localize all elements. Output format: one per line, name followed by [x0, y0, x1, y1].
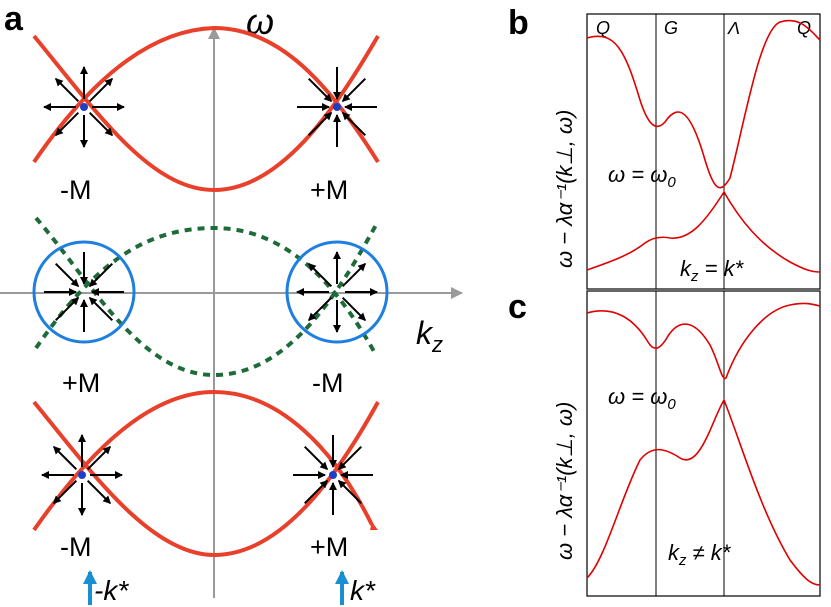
panel-a-letter: a [4, 0, 24, 38]
panel-c-frame [586, 290, 821, 597]
top-right-field-arrow-icon [308, 111, 333, 136]
kstar-right-label: k* [350, 575, 376, 606]
panel-b-frame [586, 13, 821, 290]
bottom-left-label: -M [60, 532, 91, 562]
top-lower-branch [32, 34, 380, 193]
middle-right-field-arrow-icon [341, 263, 366, 288]
top-left-field-arrow-icon [88, 78, 113, 103]
field-arrows [41, 66, 378, 516]
panel-b-tick-q2: Q [797, 18, 811, 38]
panel-c-omega-eq: ω = ω0 [608, 384, 676, 413]
weyl-point-bottom-left [78, 471, 86, 479]
panel-b-ylabel: ω − λα⁻¹(k⊥, ω) [552, 110, 577, 268]
middle-right-label: -M [312, 368, 343, 398]
panel-b-upper-band [586, 19, 821, 189]
middle-right-field-arrow-icon [341, 296, 366, 321]
weyl-point-top-right [333, 103, 341, 111]
middle-left-field-arrow-icon [55, 296, 80, 321]
bottom-right-field-arrow-icon [337, 479, 362, 504]
panel-c-upper-band [586, 302, 821, 380]
panel-c-kz-eq: kz ≠ k* [668, 540, 732, 569]
circle-middle-left [32, 240, 136, 344]
bottom-right-field-arrow-icon [304, 479, 329, 504]
top-left-label: -M [60, 175, 91, 205]
middle-left-field-arrow-icon [55, 263, 80, 288]
bottom-right-label: +M [310, 532, 348, 562]
circle-middle-right [285, 240, 389, 344]
panel-b-kz-eq: kz = k* [680, 256, 745, 285]
kstar-left-label: -k* [94, 575, 129, 606]
panel-b-tick-lambda: Λ [727, 18, 740, 38]
panel-b-letter: b [508, 4, 529, 42]
bottom-right-field-arrow-icon [304, 446, 329, 471]
middle-upper-branch [34, 225, 378, 356]
weyl-point-top-left [80, 103, 88, 111]
middle-left-field-arrow-icon [88, 263, 113, 288]
weyl-point-bottom-right [329, 471, 337, 479]
middle-left-label: +M [62, 368, 100, 398]
top-right-label: +M [310, 175, 348, 205]
panel-b-tick-q1: Q [596, 18, 610, 38]
kz-axis-label: kz [416, 315, 443, 357]
bottom-curve-end-mark [370, 522, 378, 530]
bottom-left-field-arrow-icon [86, 446, 111, 471]
top-left-field-arrow-icon [55, 111, 80, 136]
panel-c-lower-band [586, 398, 821, 586]
middle-right-field-arrow-icon [308, 296, 333, 321]
bottom-left-field-arrow-icon [86, 479, 111, 504]
top-right-field-arrow-icon [341, 78, 366, 103]
top-left-field-arrow-icon [88, 111, 113, 136]
middle-left-field-arrow-icon [88, 296, 113, 321]
top-left-field-arrow-icon [55, 78, 80, 103]
panel-b-lower-band [586, 190, 821, 273]
top-right-field-arrow-icon [308, 78, 333, 103]
middle-right-field-arrow-icon [308, 263, 333, 288]
bottom-left-field-arrow-icon [53, 446, 78, 471]
bottom-left-field-arrow-icon [53, 479, 78, 504]
panel-b-tick-g: G [664, 18, 678, 38]
panel-c-letter: c [508, 288, 527, 326]
panel-c-ylabel: ω − λα⁻¹(k⊥, ω) [552, 402, 577, 560]
bottom-right-field-arrow-icon [337, 446, 362, 471]
top-right-field-arrow-icon [341, 111, 366, 136]
panel-b-omega-eq: ω = ω0 [608, 162, 676, 191]
